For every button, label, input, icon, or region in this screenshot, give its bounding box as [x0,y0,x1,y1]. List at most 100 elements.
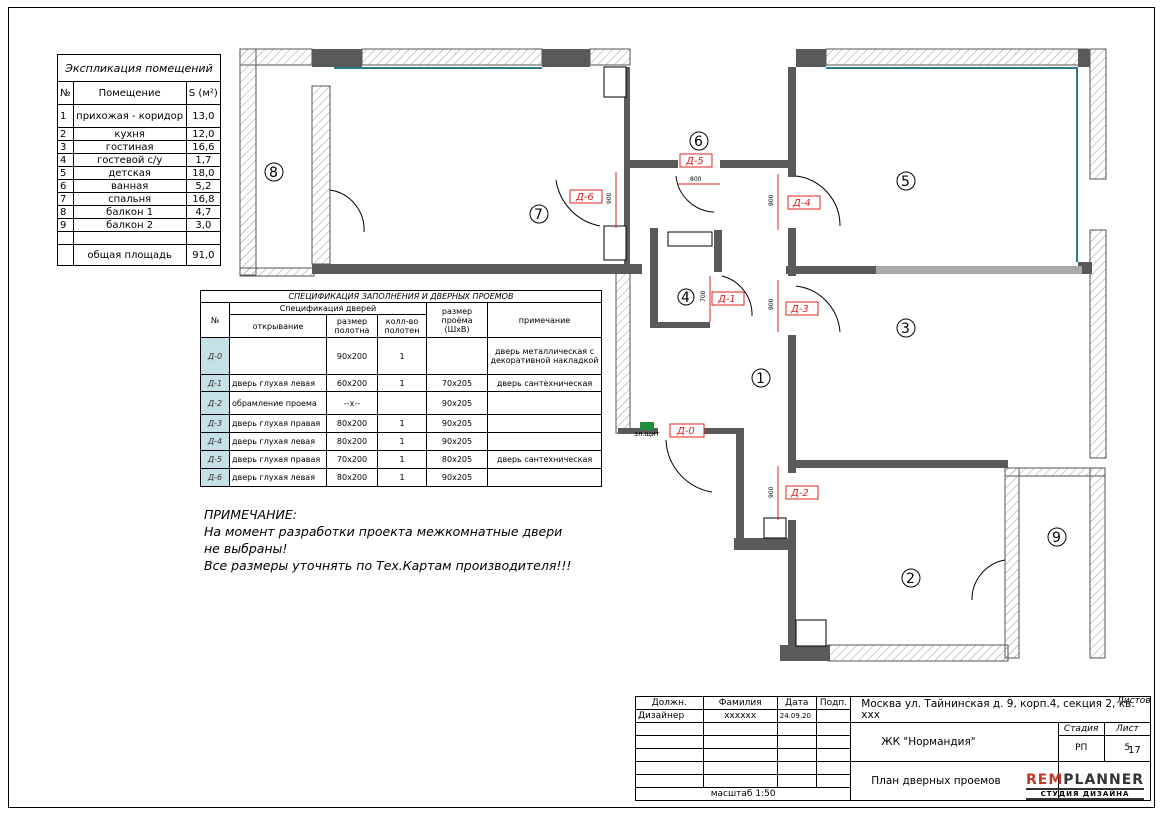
cell: дверь глухая левая [229,468,327,487]
cell [815,761,852,775]
door-label: Д-4 [792,198,811,209]
total-row: общая площадь 91,0 [57,244,222,266]
room-number: 4 [681,290,690,306]
note-line: Все размеры уточнять по Тех.Картам произ… [204,558,572,573]
wall [1004,467,1020,659]
room-marker [689,131,709,151]
dimension-text: 900 [768,486,775,498]
wall [311,85,331,265]
scale: масштаб 1:50 [634,787,852,801]
el-shield [640,422,654,430]
door-arc [971,559,1006,601]
door-label: Д-2 [790,488,809,499]
logo-cell [1057,761,1152,801]
explication-table: Экспликация помещений № Помещение S (м²)… [57,54,222,266]
wall [796,460,1008,468]
note-line: не выбраны! [204,541,288,556]
cell [702,774,778,788]
wall [780,645,830,661]
room-number: 3 [901,321,910,337]
door-arc [795,285,841,333]
cell [702,761,778,775]
room-number: 2 [906,571,915,587]
door-label: Д-1 [717,294,736,305]
appliance [603,225,627,261]
note-heading: ПРИМЕЧАНИЕ: [204,507,297,522]
total-value: 91,0 [185,244,222,266]
cell: обрамление проема [229,391,327,415]
room-number: 9 [1052,530,1061,546]
wall [720,160,796,168]
door-label-box [669,423,705,438]
door-arc [555,179,601,227]
el-shield-label: эл.щит [634,430,660,438]
address: Москва ул. Тайнинская д. 9, корп.4, секц… [850,696,1151,723]
cell [702,735,778,749]
door-label-box [569,189,603,204]
door-label: Д-5 [685,156,704,167]
role: Дизайнер [635,709,704,723]
name: xxxxxx [702,709,778,723]
stage: РП [1057,735,1105,762]
note-block: ПРИМЕЧАНИЕ: На момент разработки проекта… [204,506,571,574]
cell [487,468,602,487]
dimension-text: 900 [606,192,613,204]
wall [618,428,658,434]
cell [815,774,852,788]
cell: 90х200 [326,337,378,375]
wall [239,48,257,276]
door-arc [675,175,715,213]
cell [702,722,778,736]
room-marker [896,171,916,191]
dimension-text: 900 [768,194,775,206]
cell [635,735,704,749]
date: 24.09.20 [776,709,817,723]
door-code: Д-6 [200,468,230,487]
door-label: Д-6 [575,192,594,203]
sheets-total: 17 [1128,745,1141,756]
cell [635,748,704,762]
wall [542,49,590,67]
stamp-head: Подп. [815,696,852,710]
project-name: ЖК "Нормандия" [850,722,1059,762]
door-label-box [785,301,819,316]
wall [624,67,630,267]
cell: 1 [377,468,427,487]
dimension-text: 800 [690,176,702,183]
room-number: 1 [756,371,765,387]
dimension-text: 900 [768,298,775,310]
wall [628,160,678,168]
cell [377,391,427,415]
cell: 13,0 [185,104,222,128]
wall [700,428,744,434]
cell [815,735,852,749]
door-arc [665,439,713,493]
cell [776,735,817,749]
wall [1089,48,1107,180]
wall [734,538,796,550]
wall [788,67,796,177]
room-marker [264,162,284,182]
cell [776,761,817,775]
door-arc [329,189,365,233]
wall [736,428,744,546]
cell [635,761,704,775]
title-block: Должн. Фамилия Дата Подп. Москва ул. Тай… [634,696,1152,801]
sheet-number: 5 [1103,735,1152,762]
spec-col-open: открывание [229,314,327,338]
stamp-head-sheets: Листов [1117,696,1151,706]
wall [615,272,631,434]
cell [426,337,488,375]
door-spec-table: СПЕЦИФИКАЦИЯ ЗАПОЛНЕНИЯ И ДВЕРНЫХ ПРОЕМО… [200,290,602,487]
